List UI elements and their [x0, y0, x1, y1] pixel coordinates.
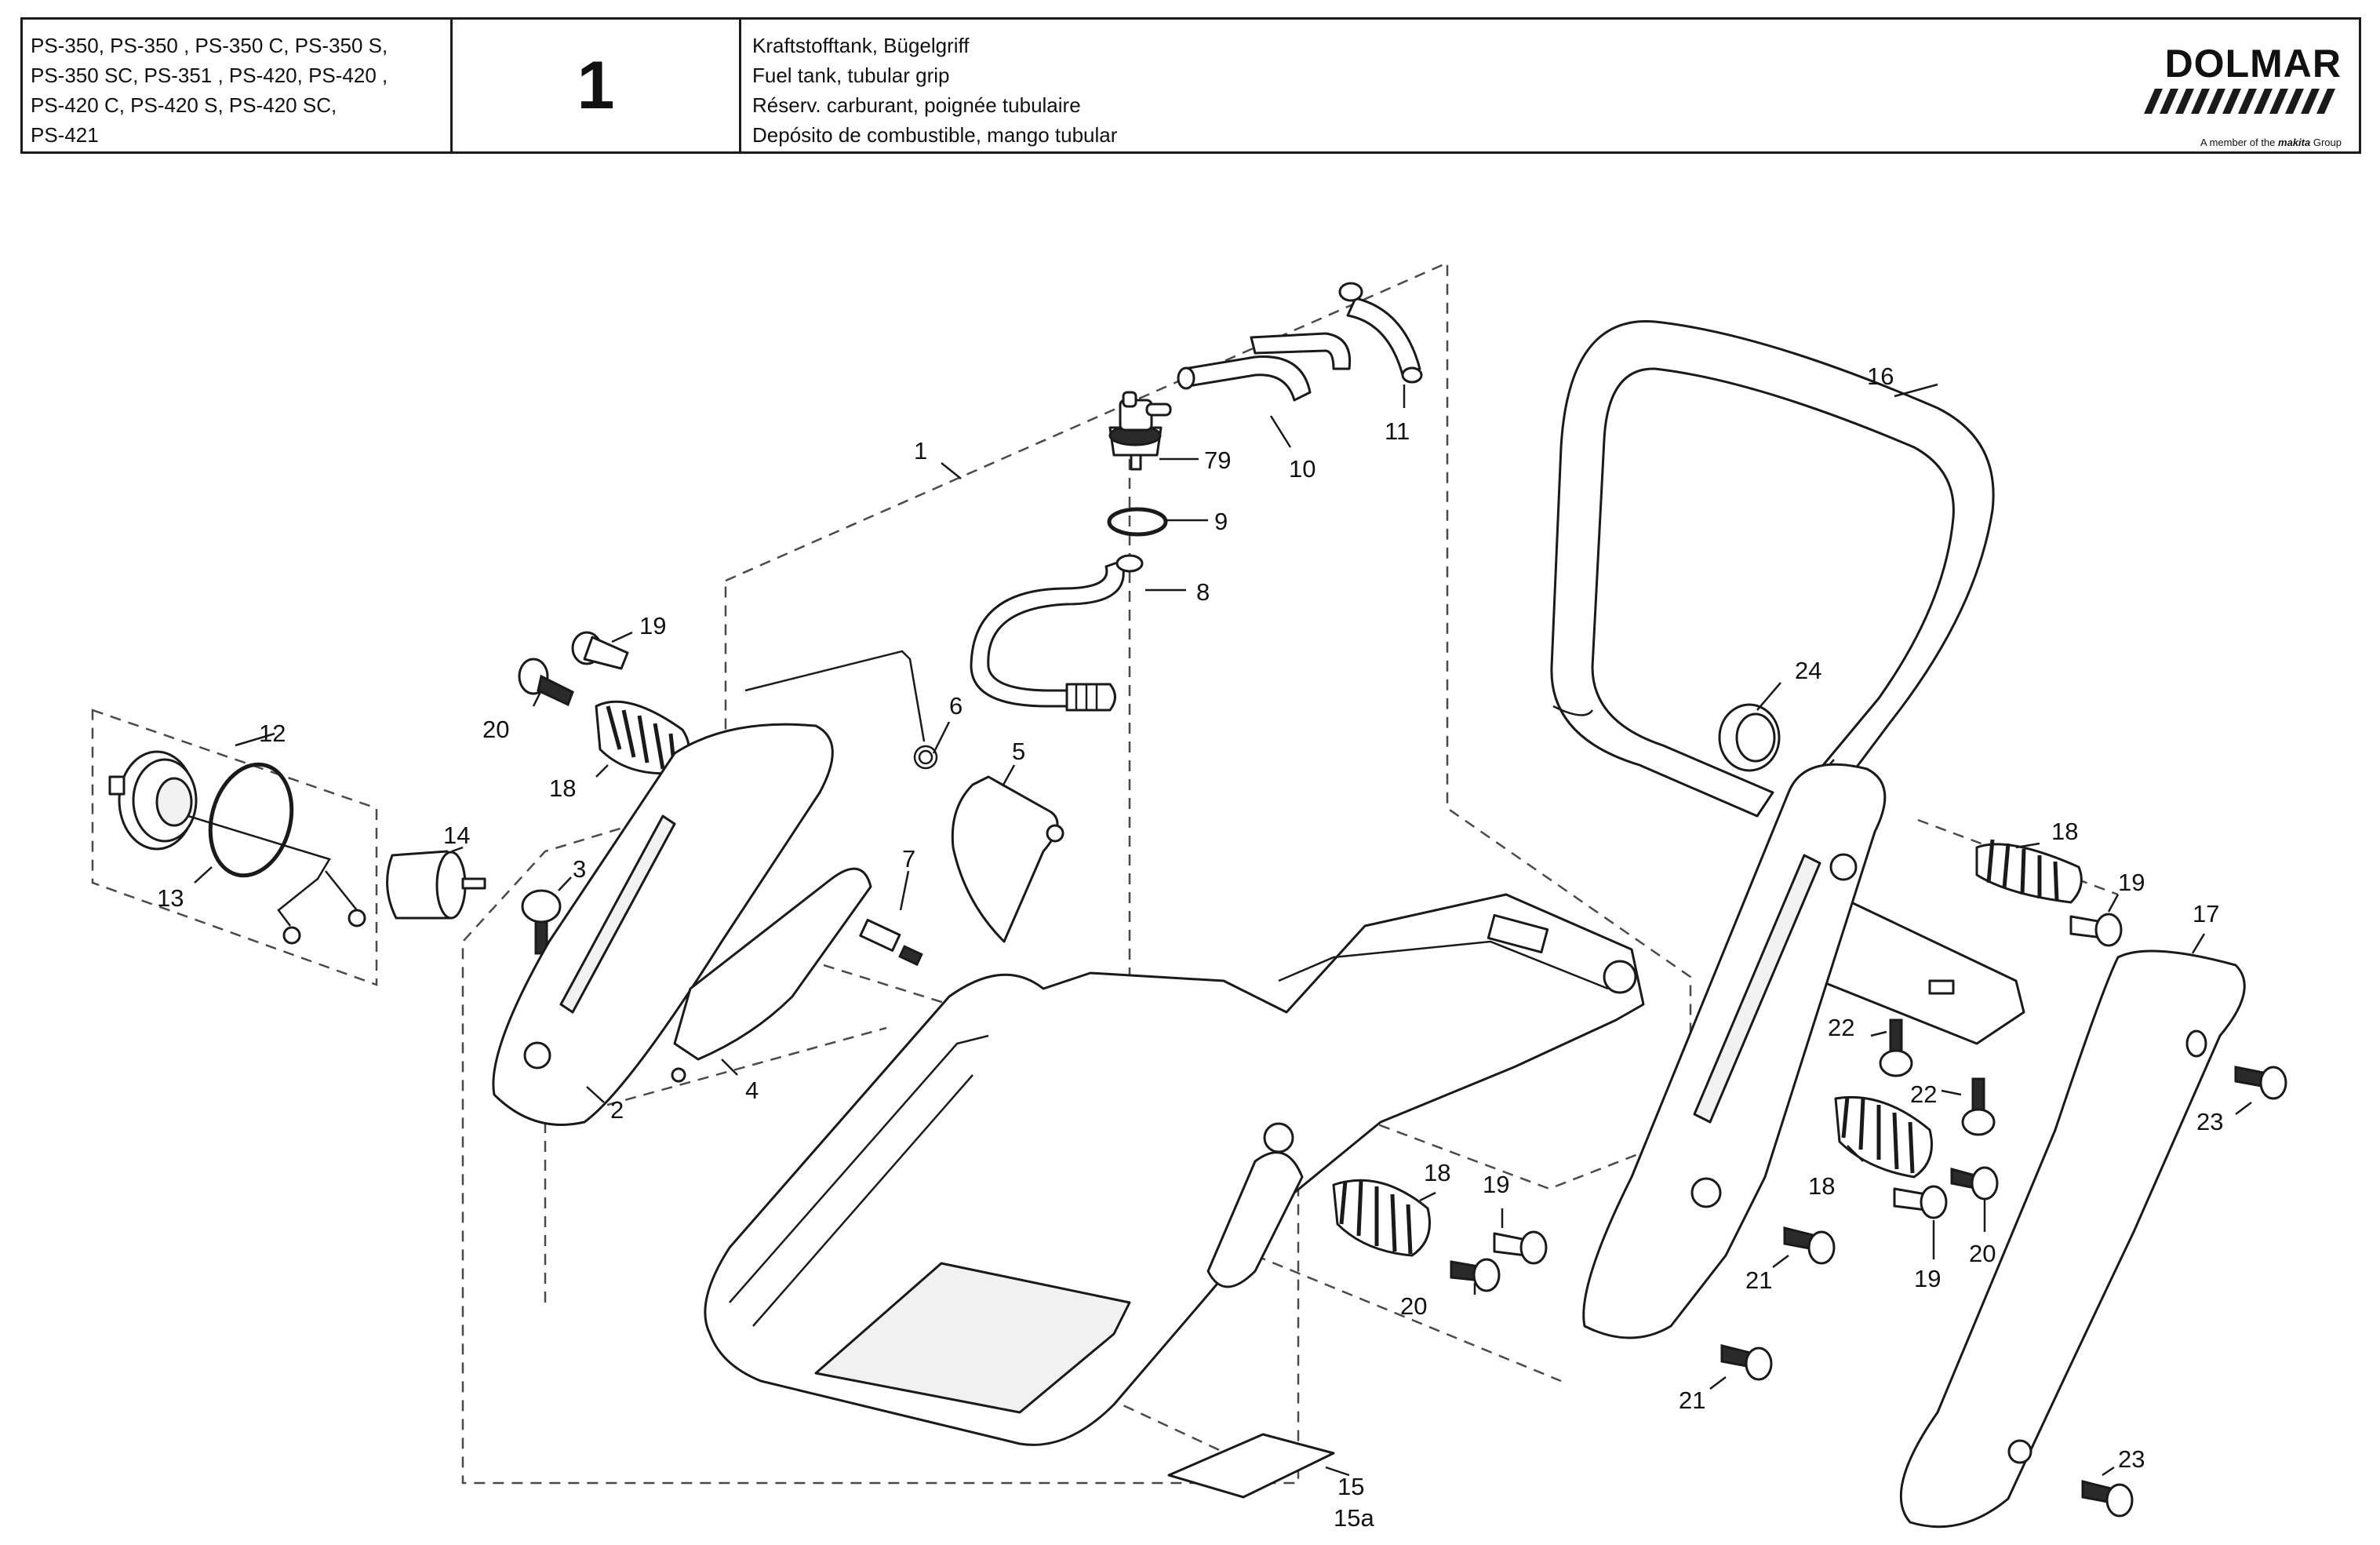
callout-4: 4	[745, 1077, 759, 1104]
callout-19-upper-left: 19	[639, 612, 666, 639]
makita-wordmark: makita	[2278, 137, 2311, 148]
callout-18-right: 18	[2051, 818, 2078, 845]
callout-2: 2	[610, 1096, 624, 1124]
model-list: PS-350, PS-350 , PS-350 C, PS-350 S, PS-…	[23, 20, 453, 151]
callout-18-lower: 18	[1424, 1159, 1450, 1186]
callout-10: 10	[1289, 455, 1316, 483]
leader-dash-lines	[1917, 818, 2119, 896]
logo-stripes	[2144, 89, 2335, 114]
callout-12: 12	[259, 720, 286, 747]
callout-14: 14	[443, 822, 470, 849]
part-23-screw-lower	[2081, 1480, 2134, 1518]
model-line: PS-350, PS-350 , PS-350 C, PS-350 S,	[31, 34, 388, 57]
dolmar-logo: DOLMAR A member of the makita Group	[2138, 42, 2342, 148]
part-2-handle-cover	[492, 723, 834, 1126]
part-18-av-spring-right	[1975, 839, 2083, 904]
callout-7: 7	[902, 845, 915, 873]
callout-8: 8	[1196, 578, 1210, 606]
part-19-screw-right	[2069, 913, 2123, 947]
callout-22-right: 22	[1910, 1080, 1937, 1108]
part-20-screw-lower	[1450, 1258, 1501, 1292]
part-11-vent-hose	[1338, 282, 1423, 384]
callout-20-right: 20	[1969, 1240, 1996, 1267]
part-9-o-ring	[1107, 507, 1168, 537]
part-19-screw-lower	[1493, 1230, 1548, 1265]
part-4-throttle-lever	[671, 867, 872, 1083]
callout-1: 1	[914, 437, 927, 465]
part-21-screw-upper	[1783, 1226, 1836, 1265]
callout-16: 16	[1867, 363, 1894, 390]
callout-19-right: 19	[2118, 869, 2145, 896]
part-12-fuel-cap	[108, 750, 198, 851]
part-18-av-spring-lower	[1332, 1179, 1431, 1257]
callout-24: 24	[1795, 657, 1821, 684]
part-1-fuel-tank-housing	[704, 893, 1645, 1446]
part-8-fuel-line	[970, 554, 1144, 712]
callout-17: 17	[2193, 900, 2219, 927]
group-12-outline	[91, 709, 378, 986]
model-line: PS-350 SC, PS-351 , PS-420, PS-420 ,	[31, 64, 388, 87]
callout-79: 79	[1204, 446, 1231, 474]
callout-13: 13	[157, 884, 184, 912]
callout-18-upper-left: 18	[549, 774, 576, 802]
part-5-shutter	[951, 775, 1064, 943]
group-number: 1	[453, 20, 741, 151]
title-fr: Réserv. carburant, poignée tubulaire	[752, 93, 1081, 117]
part-23-screw-upper	[2234, 1066, 2287, 1100]
callout-19-lower: 19	[1483, 1171, 1509, 1198]
callout-15a: 15a	[1334, 1504, 1374, 1532]
title-block: PS-350, PS-350 , PS-350 C, PS-350 S, PS-…	[20, 17, 2361, 154]
part-21-screw-lower	[1720, 1344, 1773, 1381]
title-de: Kraftstofftank, Bügelgriff	[752, 34, 970, 57]
callout-18-center: 18	[1808, 1172, 1835, 1200]
part-18-av-spring-center	[1834, 1095, 1933, 1179]
part-6-wire-spring	[744, 650, 938, 770]
callout-23-lower: 23	[2118, 1445, 2145, 1473]
part-15-decal	[1167, 1433, 1335, 1499]
callout-15: 15	[1337, 1473, 1364, 1500]
part-19-screw-center	[1893, 1185, 1948, 1219]
callout-5: 5	[1012, 738, 1025, 765]
logo-brand: DOLMAR	[2164, 42, 2342, 86]
model-line: PS-421	[31, 123, 99, 147]
callout-22-left: 22	[1828, 1014, 1854, 1041]
logo-tagline-prefix: A member of the	[2200, 137, 2276, 148]
part-79-tank-vent-valve	[1108, 391, 1172, 471]
part-7-pin	[859, 918, 923, 967]
callout-20-lower: 20	[1400, 1292, 1427, 1320]
part-24-bushing	[1718, 703, 1781, 772]
logo-tagline-suffix: Group	[2313, 137, 2342, 148]
model-line: PS-420 C, PS-420 S, PS-420 SC,	[31, 93, 337, 117]
part-handle-bracket	[1582, 763, 1887, 1339]
callout-11: 11	[1385, 417, 1410, 445]
part-19-screw-upper	[571, 631, 629, 670]
callout-19-center: 19	[1914, 1265, 1941, 1292]
callout-leader-lines	[194, 383, 2252, 1477]
part-20-screw-upper	[518, 658, 574, 707]
callout-21-lower: 21	[1679, 1386, 1705, 1414]
part-14-fuel-filter	[386, 850, 486, 920]
logo-tagline: A member of the makita Group	[2138, 128, 2342, 158]
callout-20-upper-left: 20	[482, 716, 509, 743]
title-en: Fuel tank, tubular grip	[752, 64, 950, 87]
callout-21-upper: 21	[1745, 1266, 1772, 1294]
group-titles: Kraftstofftank, Bügelgriff Fuel tank, tu…	[741, 20, 2359, 151]
part-22-screw-a	[1879, 1018, 1913, 1077]
callout-3: 3	[573, 855, 586, 883]
part-10-breather-hose	[1177, 332, 1352, 402]
title-es: Depósito de combustible, mango tubular	[752, 123, 1118, 147]
callout-9: 9	[1214, 508, 1228, 535]
part-3-screw	[521, 889, 562, 955]
callout-numbers: 1 79 10 11 9 8 16 24 19 20 18 12 13 14 3…	[157, 363, 2223, 1532]
part-17-grip-cover	[1899, 949, 2246, 1529]
part-20-screw-right	[1950, 1166, 1999, 1201]
callout-23-upper: 23	[2196, 1108, 2223, 1135]
part-22-screw-b	[1961, 1077, 1996, 1136]
part-13-o-ring	[187, 762, 366, 945]
callout-6: 6	[949, 692, 963, 720]
